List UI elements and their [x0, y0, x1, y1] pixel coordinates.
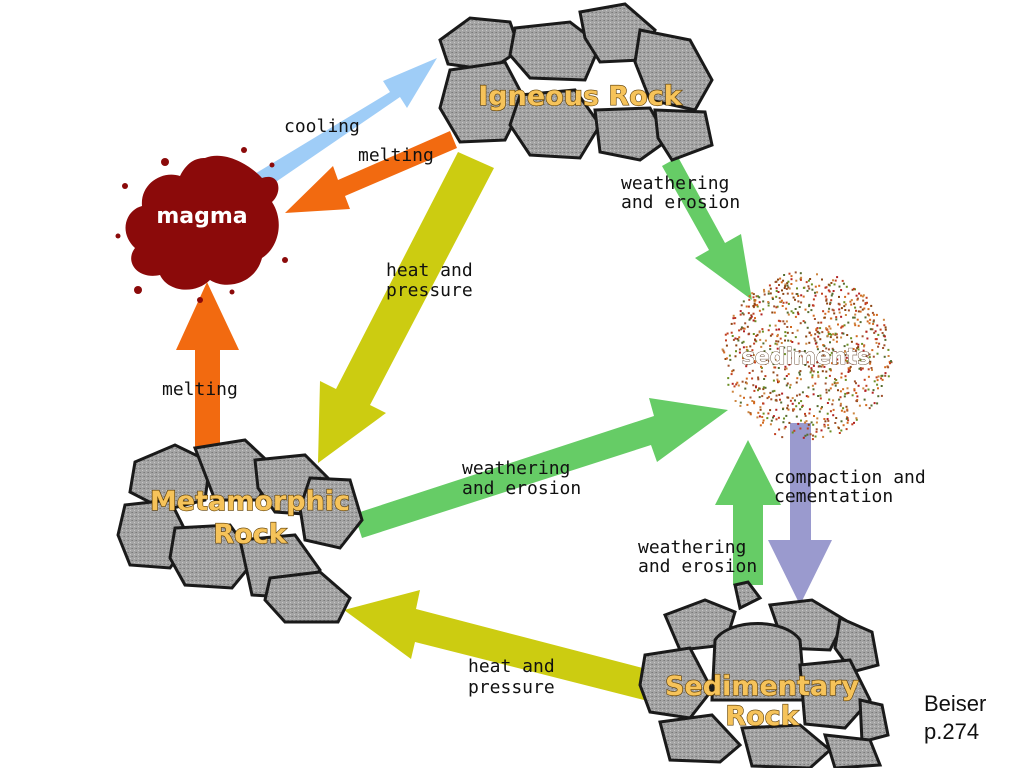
melting-arrow-igneous [285, 131, 457, 213]
igneous-rock-pile: Igneous Rock [438, 2, 714, 162]
sedimentary-rock-pile: Sedimentary Rock [638, 580, 890, 768]
metamorphic-rock-pile: Metamorphic Rock [116, 438, 364, 624]
heat-pressure-label-igneous-line1: heat and [386, 260, 473, 281]
weathering-label-metamorphic-line2: and erosion [462, 478, 581, 499]
compaction-arrow [768, 423, 832, 605]
compaction-label-line1: compaction and [774, 467, 926, 488]
magma-label: magma [156, 204, 247, 229]
compaction-label-line2: cementation [774, 486, 893, 507]
melting-label-igneous: melting [358, 145, 434, 166]
weathering-label-sedimentary-line2: and erosion [638, 556, 757, 577]
heat-pressure-label-igneous-line2: pressure [386, 280, 473, 301]
igneous-rock-title: Igneous Rock [478, 81, 682, 112]
sedimentary-rock-title-line2: Rock [725, 701, 799, 732]
sediments-cloud: sediments [721, 271, 893, 441]
weathering-arrow-metamorphic [354, 398, 728, 538]
source-credit: Beiser p.274 [924, 690, 986, 746]
source-credit-author: Beiser [924, 691, 987, 716]
sediment-speckles [721, 271, 893, 441]
weathering-label-sedimentary-line1: weathering [638, 537, 746, 558]
cooling-arrow [238, 58, 437, 201]
heat-pressure-arrow-sedimentary [344, 590, 658, 702]
weathering-label-metamorphic-line1: weathering [462, 458, 570, 479]
heat-pressure-label-sedimentary-line1: heat and [468, 656, 555, 677]
sedimentary-rock-title-line1: Sedimentary [665, 671, 859, 702]
cooling-label: cooling [284, 116, 360, 137]
weathering-label-igneous-line2: and erosion [621, 192, 740, 213]
sediments-label: sediments [742, 345, 870, 370]
magma-splat [125, 155, 279, 290]
magma-blob: magma [115, 147, 288, 303]
metamorphic-rock-title-line2: Rock [213, 519, 287, 550]
weathering-label-igneous-line1: weathering [621, 173, 729, 194]
melting-label-metamorphic: melting [162, 379, 238, 400]
weathering-arrow-igneous [662, 157, 752, 300]
metamorphic-rock-title-line1: Metamorphic [150, 486, 350, 517]
source-credit-page: p.274 [924, 719, 980, 744]
melting-arrow-metamorphic [176, 282, 239, 448]
weathering-arrow-sedimentary [715, 440, 781, 585]
heat-pressure-label-sedimentary-line2: pressure [468, 677, 555, 698]
heat-pressure-arrow-igneous [318, 152, 494, 463]
